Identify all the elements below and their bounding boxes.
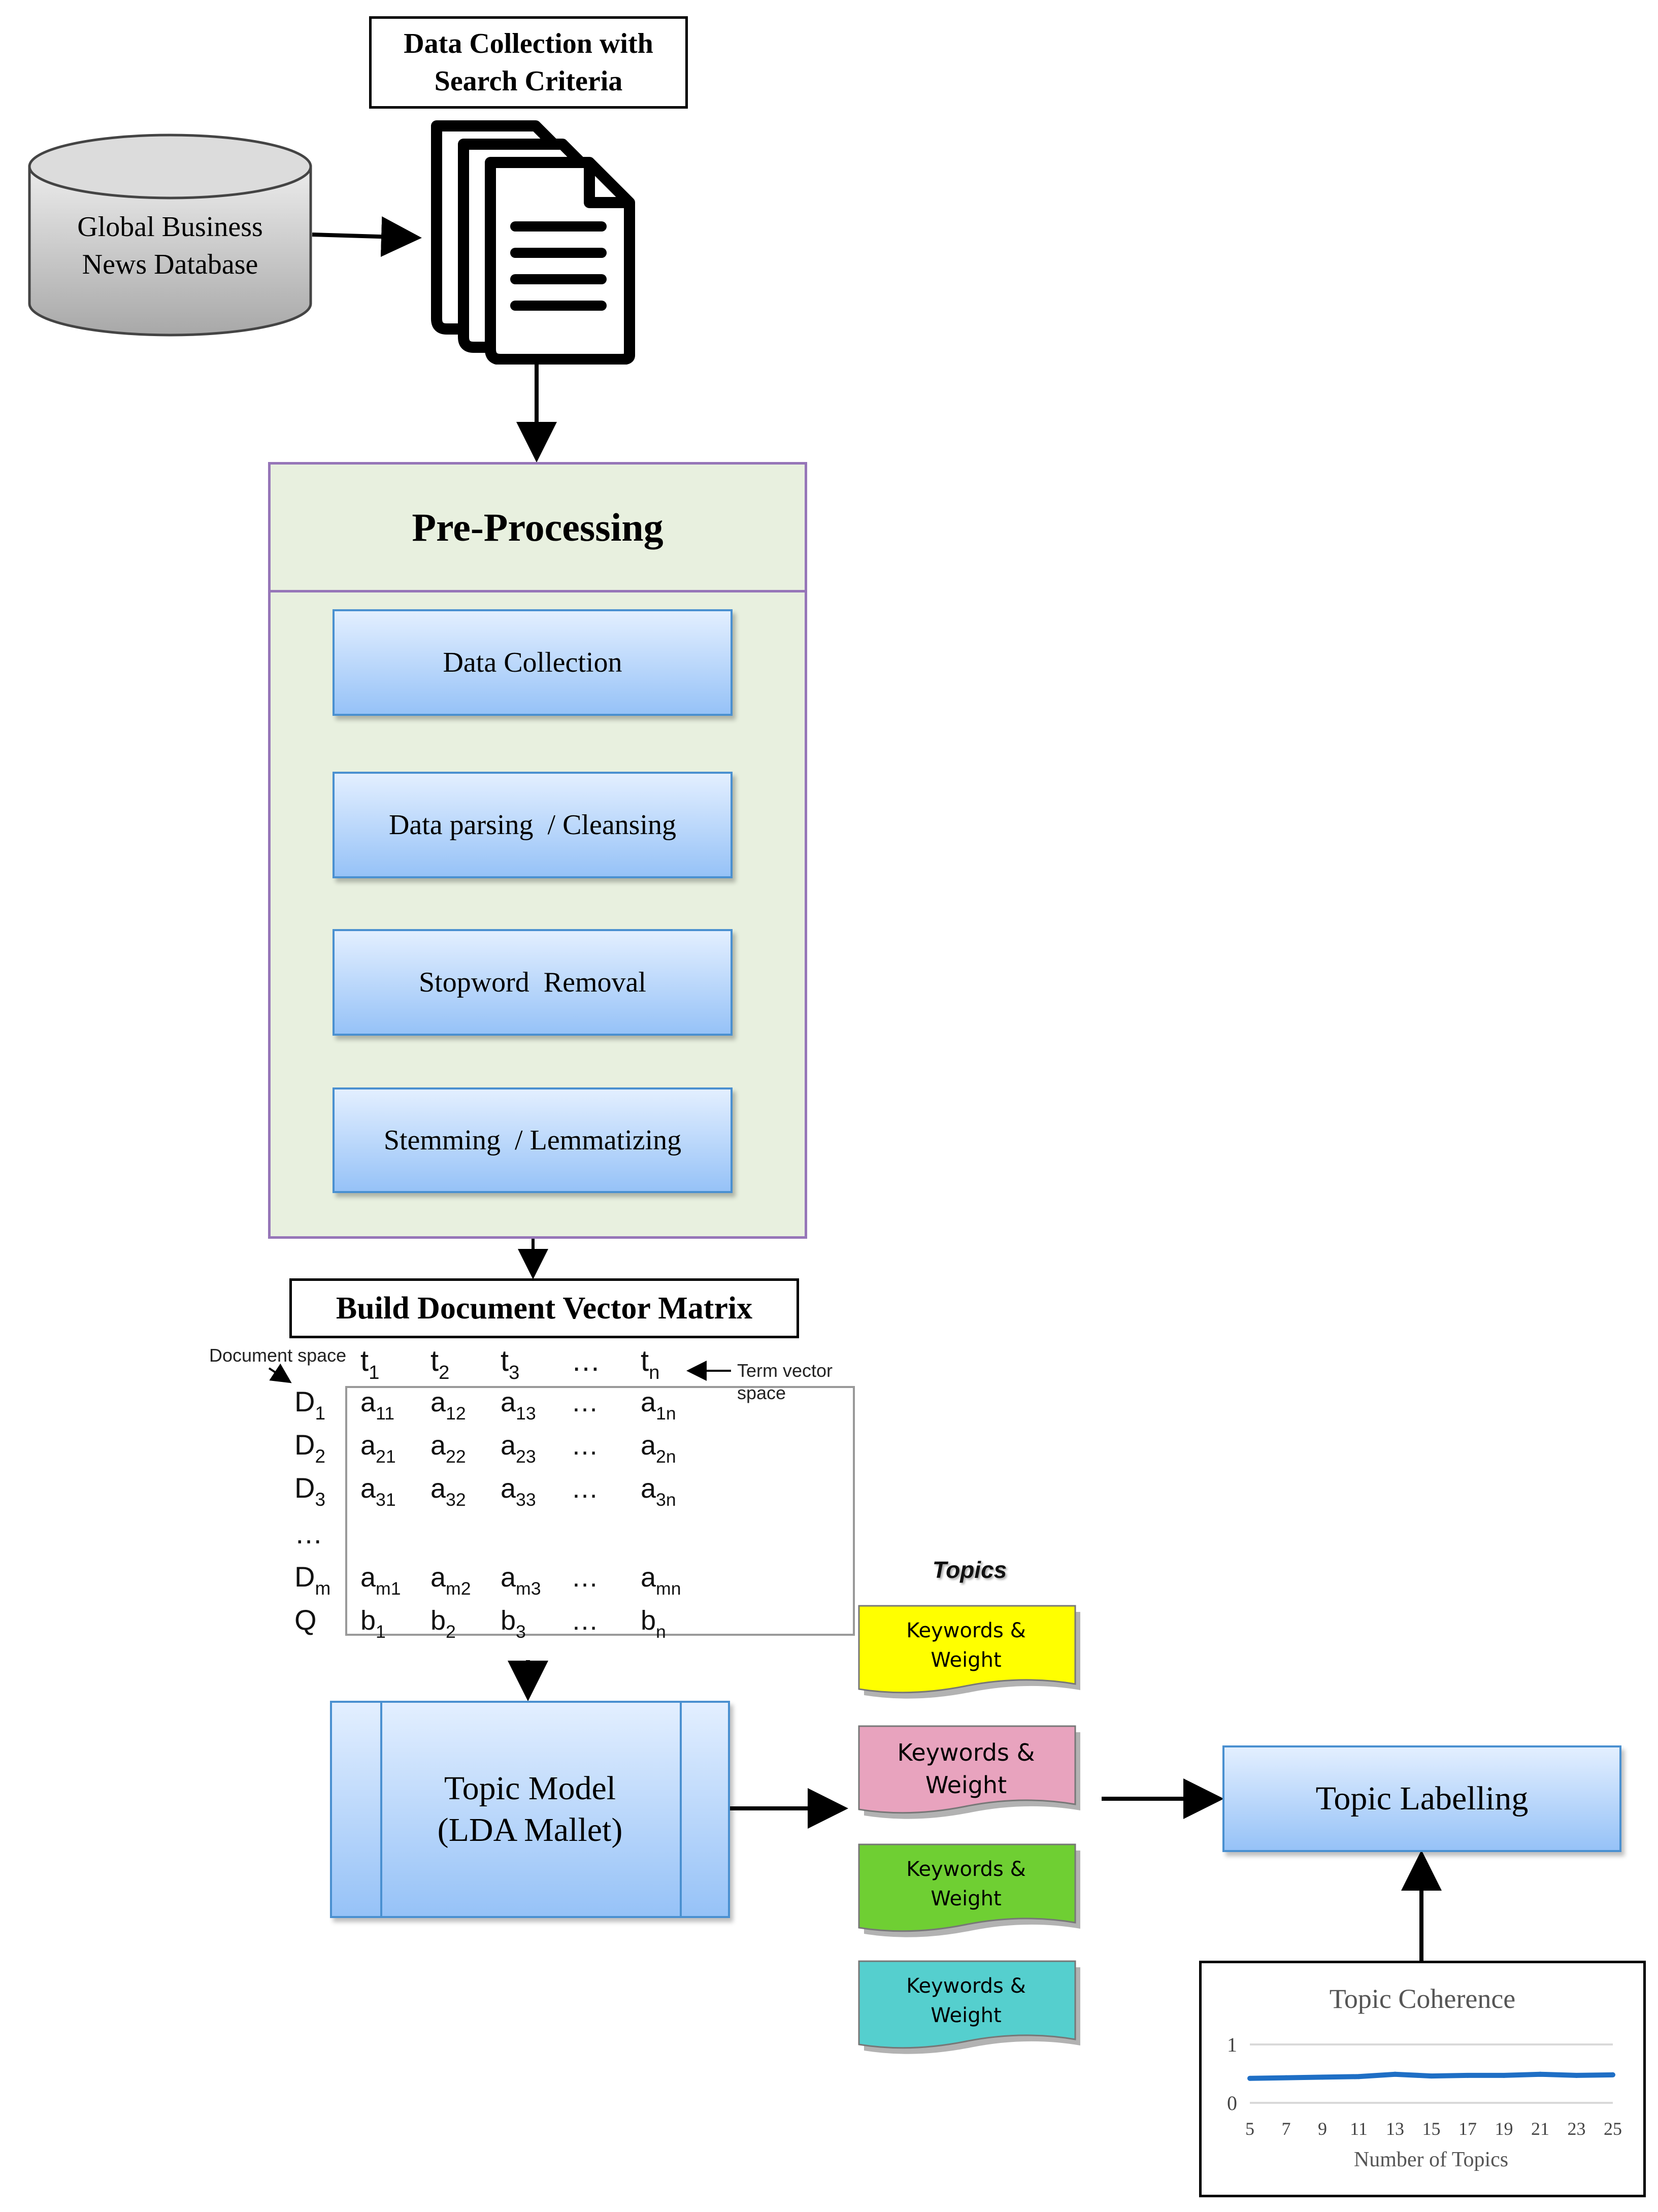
topic-card-shape: [858, 1960, 1080, 2054]
matrix-cell: b3: [501, 1605, 526, 1642]
matrix-cell: a31: [360, 1473, 396, 1510]
matrix-row-label: D3: [294, 1472, 325, 1510]
term-vector-label: Term vector: [737, 1360, 833, 1381]
document-vector-matrix: Document space Term vector space t1 t2 t3 ……: [209, 1344, 855, 1642]
coherence-data-point: [1465, 2072, 1470, 2078]
coherence-data-point: [1538, 2071, 1543, 2077]
coherence-data-point: [1356, 2074, 1362, 2079]
topic-card-label: Keywords & Weight: [897, 1739, 1035, 1799]
x-tick-label: 21: [1531, 2119, 1549, 2139]
matrix-cell: a13: [501, 1387, 536, 1424]
x-tick-label: 5: [1245, 2119, 1254, 2139]
matrix-cell: b2: [430, 1605, 456, 1642]
matrix-cell: a11: [360, 1387, 394, 1424]
matrix-cell: b1: [360, 1605, 386, 1642]
step-stemming: Stemming / Lemmatizing: [333, 1087, 733, 1193]
coherence-data-point: [1429, 2073, 1434, 2079]
database-label: Global Business News Database: [77, 211, 263, 280]
step-stopword-removal: Stopword Removal: [333, 929, 733, 1036]
matrix-cell: am3: [501, 1562, 541, 1599]
matrix-header-term: t2: [430, 1344, 449, 1383]
topic-card: Keywords & Weight: [857, 1840, 1080, 1942]
step-data-collection: Data Collection: [333, 609, 733, 716]
x-tick-label: 17: [1458, 2119, 1477, 2139]
matrix-cell: …: [571, 1387, 599, 1417]
matrix-cell: a32: [430, 1473, 466, 1510]
database-cylinder: [26, 131, 314, 339]
coherence-data-point: [1610, 2072, 1615, 2077]
x-axis-label: Number of Topics: [1354, 2148, 1508, 2171]
topic-card-shape: [858, 1843, 1080, 1937]
coherence-data-point: [1247, 2075, 1252, 2081]
term-vector-space-label: space: [737, 1382, 786, 1403]
matrix-row-label: D1: [294, 1385, 325, 1424]
arrow-db-to-docs: [312, 216, 422, 257]
topic-model-left-bar: [380, 1703, 382, 1916]
coherence-data-point: [1320, 2074, 1325, 2080]
matrix-header-term: t1: [360, 1344, 379, 1383]
matrix-row-label: Q: [294, 1604, 317, 1636]
coherence-data-point: [1392, 2071, 1398, 2077]
matrix-cell: a33: [501, 1473, 536, 1510]
topic-card-label: Keywords & Weight: [906, 1619, 1026, 1672]
coherence-data-point: [1283, 2075, 1289, 2081]
x-tick-label: 9: [1318, 2119, 1327, 2139]
x-tick-label: 23: [1568, 2119, 1586, 2139]
matrix-cell: a22: [430, 1430, 466, 1467]
matrix-cell: …: [571, 1473, 599, 1504]
y-tick-label: 0: [1227, 2092, 1237, 2115]
x-tick-label: 15: [1422, 2119, 1441, 2139]
step-data-parsing: Data parsing / Cleansing: [333, 772, 733, 878]
build-matrix-label: Build Document Vector Matrix: [289, 1278, 799, 1338]
matrix-cell: bn: [641, 1605, 666, 1642]
topic-card-label: Keywords & Weight: [906, 1974, 1026, 2027]
matrix-cell: a1n: [641, 1387, 676, 1424]
chart-title: Topic Coherence: [1330, 1984, 1516, 2014]
matrix-frame: [345, 1386, 855, 1636]
topic-card: Keywords & Weight: [857, 1722, 1080, 1824]
matrix-cell: a3n: [641, 1473, 676, 1510]
x-tick-label: 19: [1495, 2119, 1513, 2139]
matrix-cell: a2n: [641, 1430, 676, 1467]
coherence-data-point: [1574, 2072, 1579, 2078]
matrix-cell: a12: [430, 1387, 466, 1424]
topic-card-label: Keywords & Weight: [906, 1858, 1026, 1910]
matrix-cell: amn: [641, 1562, 681, 1599]
x-tick-label: 25: [1604, 2119, 1622, 2139]
coherence-data-point: [1501, 2072, 1507, 2078]
topic-card: Keywords & Weight: [857, 1957, 1080, 2059]
x-tick-label: 11: [1350, 2119, 1368, 2139]
document-space-label: Document space: [209, 1345, 346, 1366]
matrix-header-term: …: [571, 1344, 601, 1377]
matrix-row-label: Dm: [294, 1561, 330, 1599]
matrix-cell: a21: [360, 1430, 396, 1467]
topics-title: Topics: [932, 1557, 1007, 1583]
data-collection-label: Data Collection with Search Criteria: [369, 16, 688, 109]
topic-card-shape: [858, 1725, 1080, 1819]
topic-card: Keywords & Weight: [857, 1602, 1080, 1703]
matrix-header-term: tn: [641, 1344, 659, 1383]
matrix-row-label: …: [294, 1517, 323, 1549]
matrix-row-label: D2: [294, 1429, 325, 1467]
matrix-cell: am1: [360, 1562, 401, 1599]
topic-model-right-bar: [680, 1703, 682, 1916]
y-tick-label: 1: [1227, 2033, 1237, 2056]
matrix-cell: …: [571, 1430, 599, 1461]
x-tick-label: 7: [1282, 2119, 1291, 2139]
matrix-cell: …: [571, 1605, 599, 1636]
matrix-header-term: t3: [501, 1344, 519, 1383]
database-icon: [28, 134, 312, 337]
matrix-cell: a23: [501, 1430, 536, 1467]
x-tick-label: 13: [1386, 2119, 1404, 2139]
matrix-cell: am2: [430, 1562, 471, 1599]
preprocessing-title: Pre-Processing: [271, 465, 805, 592]
document-stack-icon: [431, 120, 635, 365]
topic-card-shape: [858, 1605, 1080, 1699]
matrix-cell: …: [571, 1562, 599, 1593]
topic-model-box: Topic Model (LDA Mallet): [330, 1701, 730, 1918]
topic-labelling-box: Topic Labelling: [1222, 1745, 1621, 1852]
topic-model-label: Topic Model (LDA Mallet): [437, 1770, 623, 1848]
